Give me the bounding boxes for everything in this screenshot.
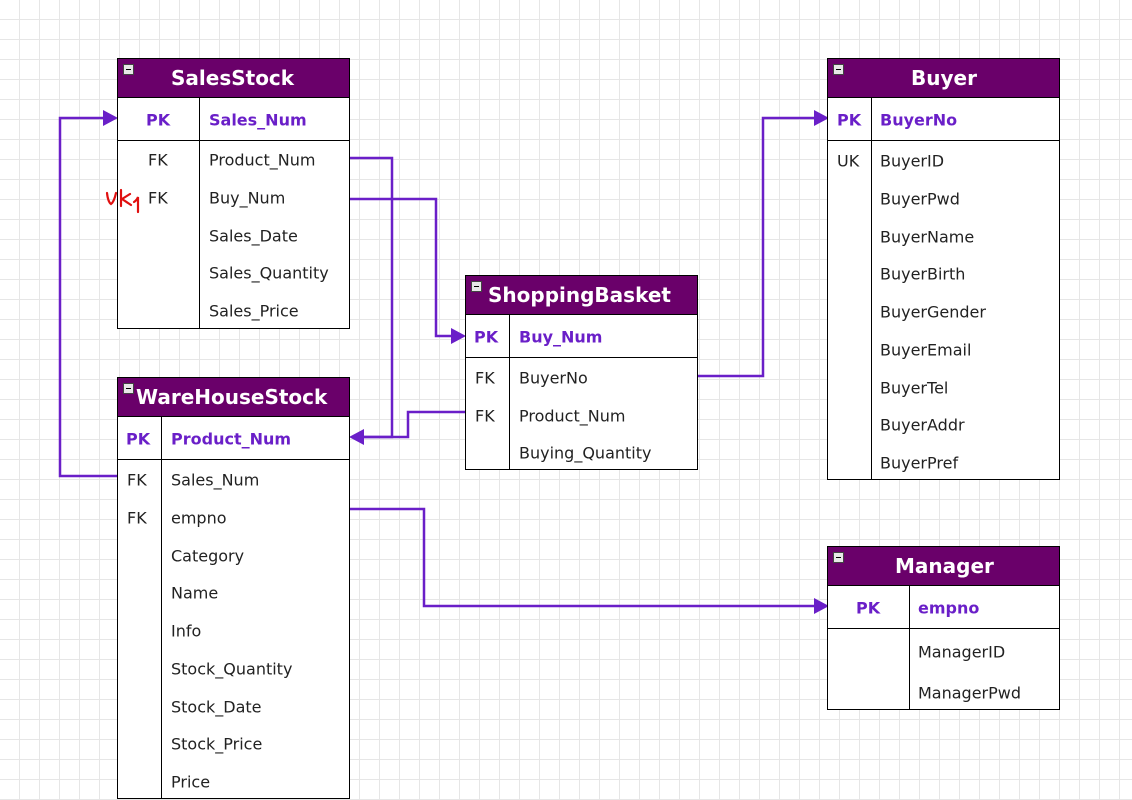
pk-key: PK (856, 598, 881, 618)
column-divider (909, 586, 910, 709)
table-title: ShoppingBasket (488, 283, 671, 307)
attribute[interactable]: BuyerNo (519, 368, 588, 388)
pk-row (118, 98, 349, 141)
attribute[interactable]: Buying_Quantity (519, 443, 652, 463)
table-warehousestock[interactable]: WareHouseStock PK Product_Num FK Sales_N… (117, 377, 350, 799)
collapse-icon[interactable] (471, 281, 482, 292)
pk-row (466, 315, 697, 358)
row-key: FK (127, 470, 147, 490)
table-header: SalesStock (118, 59, 349, 98)
attribute[interactable]: Sales_Num (171, 470, 260, 490)
uk-scribble-icon (105, 188, 140, 214)
attribute[interactable]: BuyerTel (880, 378, 949, 398)
collapse-icon[interactable] (123, 383, 134, 394)
edge-warehousestock-empno-to-manager[interactable] (349, 507, 816, 608)
table-header: Manager (828, 547, 1059, 586)
column-divider (509, 315, 510, 469)
arrowhead-warehousestock-pk (349, 429, 364, 445)
collapse-icon[interactable] (833, 552, 844, 563)
pk-attribute[interactable]: Sales_Num (209, 110, 307, 130)
column-divider (161, 417, 162, 798)
attribute[interactable]: Info (171, 621, 202, 641)
attribute[interactable]: Name (171, 583, 219, 603)
table-header: WareHouseStock (118, 378, 349, 417)
attribute[interactable]: Product_Num (209, 150, 316, 170)
pk-row (118, 417, 349, 460)
attribute[interactable]: Sales_Price (209, 301, 299, 321)
table-header: ShoppingBasket (466, 276, 697, 315)
attribute[interactable]: Sales_Date (209, 226, 298, 246)
attribute[interactable]: Stock_Quantity (171, 659, 293, 679)
pk-row (828, 586, 1059, 629)
table-title: SalesStock (171, 66, 295, 90)
arrowhead-salesstock-pk (103, 110, 118, 126)
pk-key: PK (146, 110, 171, 130)
edge-shoppingbasket-buyerno-to-buyer[interactable] (697, 116, 816, 378)
row-key: FK (475, 406, 495, 426)
arrowhead-manager-pk (814, 598, 829, 614)
attribute[interactable]: Product_Num (519, 406, 626, 426)
column-divider (871, 98, 872, 479)
table-manager[interactable]: Manager PK empno ManagerID ManagerPwd (827, 546, 1060, 710)
pk-key: PK (126, 429, 151, 449)
row-key: FK (127, 508, 147, 528)
collapse-icon[interactable] (833, 64, 844, 75)
pk-key: PK (474, 327, 499, 347)
table-title: Manager (895, 554, 994, 578)
attribute[interactable]: BuyerEmail (880, 340, 972, 360)
attribute[interactable]: BuyerBirth (880, 264, 966, 284)
row-key: UK (837, 151, 860, 171)
pk-attribute[interactable]: Buy_Num (519, 327, 603, 347)
table-title: WareHouseStock (136, 385, 328, 409)
edge-salesstock-buynum-to-shoppingbasket[interactable] (349, 197, 454, 338)
attribute[interactable]: Buy_Num (209, 188, 286, 208)
pk-key: PK (837, 110, 862, 130)
handwritten-uk-annotation (102, 188, 150, 220)
edge-shoppingbasket-product-to-warehousestock[interactable] (362, 410, 466, 439)
edge-warehousestock-salesnum-to-salesstock[interactable] (58, 116, 118, 478)
attribute[interactable]: BuyerID (880, 151, 945, 171)
attribute[interactable]: ManagerID (918, 642, 1006, 662)
collapse-icon[interactable] (123, 64, 134, 75)
row-key: FK (148, 150, 168, 170)
attribute[interactable]: BuyerPref (880, 453, 959, 473)
attribute[interactable]: Stock_Date (171, 697, 262, 717)
attribute[interactable]: Sales_Quantity (209, 263, 329, 283)
attribute[interactable]: Stock_Price (171, 734, 263, 754)
table-title: Buyer (911, 66, 977, 90)
attribute[interactable]: empno (171, 508, 227, 528)
arrowhead-shoppingbasket-pk (451, 328, 466, 344)
table-header: Buyer (828, 59, 1059, 98)
attribute[interactable]: BuyerAddr (880, 415, 965, 435)
pk-attribute[interactable]: BuyerNo (880, 110, 958, 130)
pk-row (828, 98, 1059, 141)
attribute[interactable]: BuyerName (880, 227, 975, 247)
table-shoppingbasket[interactable]: ShoppingBasket PK Buy_Num FK BuyerNo FK … (465, 275, 698, 470)
pk-attribute[interactable]: Product_Num (171, 429, 292, 449)
attribute[interactable]: BuyerGender (880, 302, 986, 322)
row-key: FK (475, 368, 495, 388)
arrowhead-buyer-pk (814, 110, 829, 126)
column-divider (199, 98, 200, 328)
attribute[interactable]: ManagerPwd (918, 683, 1022, 703)
attribute[interactable]: Price (171, 772, 211, 792)
attribute[interactable]: Category (171, 546, 245, 566)
attribute[interactable]: BuyerPwd (880, 189, 960, 209)
pk-attribute[interactable]: empno (918, 598, 980, 618)
table-salesstock[interactable]: SalesStock PK Sales_Num FK Product_Num F… (117, 58, 350, 329)
table-buyer[interactable]: Buyer PK BuyerNo UK BuyerID BuyerPwd Buy… (827, 58, 1060, 480)
row-key: FK (148, 188, 168, 208)
